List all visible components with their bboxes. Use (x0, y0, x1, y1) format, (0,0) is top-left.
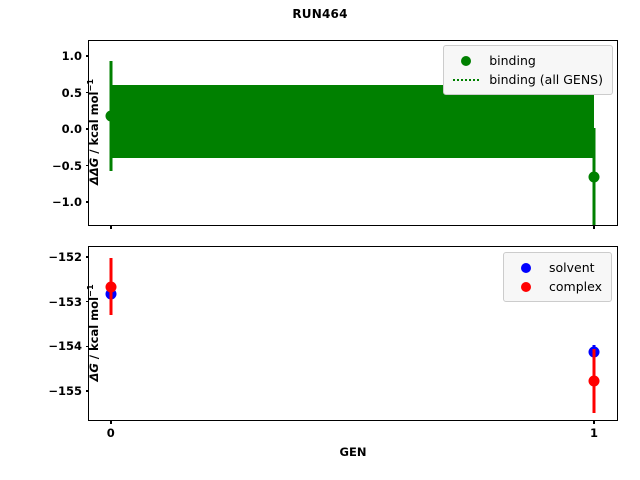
bottom-panel-legend[interactable]: solvent complex (503, 252, 612, 302)
bottom-panel-y-axis-label: ΔG / kcal mol−1 (85, 252, 101, 412)
bottom-y-label-symbol: ΔG (86, 362, 101, 382)
y-tick-label: 0.0 (61, 122, 82, 137)
top-panel-x-tick-mark (593, 225, 595, 229)
figure-title: RUN464 (292, 7, 348, 21)
legend-item-binding[interactable]: binding (451, 51, 603, 70)
datapoint-complex-gen0 (105, 281, 117, 293)
y-tick-label: 0.5 (61, 85, 82, 100)
y-tick-label: 1.0 (61, 48, 82, 63)
legend-marker-complex-icon (511, 281, 541, 292)
bottom-y-label-units: / kcal mol (86, 296, 101, 363)
datapoint-binding-gen0 (105, 110, 117, 122)
y-tick-label: −152 (48, 249, 82, 264)
y-tick-mark (85, 164, 89, 167)
datapoint-binding-gen1 (588, 171, 600, 183)
y-tick-label: −153 (48, 294, 82, 309)
x-tick-mark (109, 420, 112, 424)
y-tick-label: −154 (48, 339, 82, 354)
legend-label-complex: complex (549, 279, 602, 294)
bottom-y-label-exponent: −1 (85, 283, 96, 297)
y-tick-label: −0.5 (51, 158, 82, 173)
top-panel-plot-area (89, 41, 617, 225)
legend-label-solvent: solvent (549, 260, 595, 275)
legend-label-binding-all-gens: binding (all GENS) (489, 72, 603, 87)
y-tick-mark (85, 91, 89, 94)
top-y-label-units: / kcal mol (86, 91, 101, 158)
top-panel-axes: 1.0 0.5 0.0 −0.5 −1.0 ΔΔG / kcal mol−1 bindi… (52, 40, 618, 229)
x-tick-label: 0 (106, 426, 115, 440)
legend-dotted-line-icon (451, 78, 481, 81)
y-tick-label: −1.0 (51, 195, 82, 210)
bottom-panel-x-axis-label: GEN (339, 445, 367, 459)
x-tick-mark (593, 420, 595, 424)
bottom-panel-plot-area (89, 247, 617, 420)
y-tick-mark (85, 201, 89, 204)
top-panel-x-tick-mark (109, 225, 112, 229)
legend-marker-solvent-icon (511, 262, 541, 273)
y-tick-mark (85, 345, 89, 348)
x-tick-label: 1 (590, 426, 599, 440)
legend-item-binding-all-gens[interactable]: binding (all GENS) (451, 70, 603, 89)
confidence-band-binding--all-gens- (110, 85, 595, 158)
legend-item-solvent[interactable]: solvent (511, 258, 602, 277)
y-tick-mark (85, 128, 89, 130)
datapoint-complex-gen1 (588, 375, 600, 387)
top-panel-y-axis-label: ΔΔG / kcal mol−1 (85, 52, 101, 212)
legend-marker-binding-icon (451, 55, 481, 66)
y-tick-mark (85, 55, 89, 57)
y-tick-mark (85, 256, 89, 258)
legend-label-binding: binding (489, 53, 536, 68)
top-y-label-exponent: −1 (85, 78, 96, 92)
y-tick-label: −155 (48, 384, 82, 399)
y-tick-mark (85, 300, 89, 303)
legend-item-complex[interactable]: complex (511, 277, 602, 296)
top-panel-legend[interactable]: binding binding (all GENS) (443, 45, 613, 95)
y-tick-mark (85, 390, 89, 392)
top-y-label-symbol: ΔΔG (86, 157, 101, 185)
